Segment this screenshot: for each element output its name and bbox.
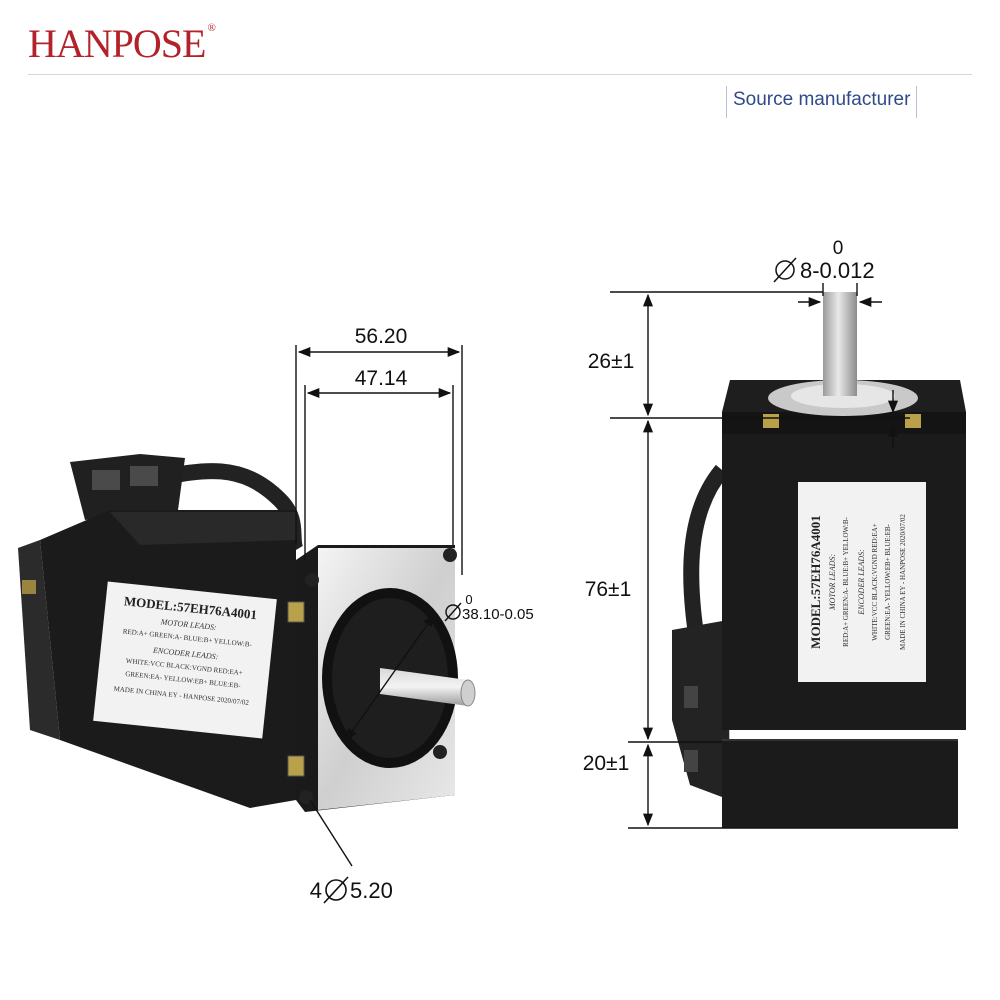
side-label-motor-leads: MOTOR LEADS: <box>828 554 837 611</box>
front-view-dimensions: 56.20 47.14 0 38.10-0.05 4 5.20 <box>295 325 534 904</box>
mount-holes-count: 4 <box>310 878 322 903</box>
front-view-motor: MODEL:57EH76A4001 MOTOR LEADS: RED:A+ GR… <box>18 454 476 812</box>
side-label-motor-row: RED:A+ GREEN:A- BLUE:B+ YELLOW:B- <box>842 516 850 646</box>
side-view-dimensions: 26±1 76±1 20±1 0 8-0.012 <box>583 238 958 829</box>
mount-hole-leader <box>309 799 353 867</box>
side-label-encoder-row2: GREEN:EA- YELLOW:EB+ BLUE:EB- <box>884 523 892 639</box>
dimension-body-length: 76±1 <box>585 578 632 601</box>
output-shaft <box>823 292 857 396</box>
diameter-symbol-icon <box>323 876 349 904</box>
dimension-boss-line <box>345 613 435 742</box>
dimension-encoder-length: 20±1 <box>583 752 630 775</box>
boss-tolerance-upper: 0 <box>465 592 472 607</box>
dimension-boss-diameter: 38.10-0.05 <box>462 606 534 623</box>
side-motor-label: MODEL:57EH76A4001 MOTOR LEADS: RED:A+ GR… <box>798 482 926 682</box>
dimension-shaft-diameter: 8-0.012 <box>800 258 875 283</box>
registered-mark: ® <box>207 22 215 34</box>
source-manufacturer-tag: Source manufacturer <box>726 86 918 118</box>
header-divider <box>28 74 972 75</box>
brand-logo: HANPOSE® <box>28 20 216 67</box>
dimension-mount-holes: 5.20 <box>350 878 393 903</box>
diameter-symbol-icon <box>444 602 462 622</box>
shaft-tolerance-upper: 0 <box>833 238 844 259</box>
dimension-shaft-length: 26±1 <box>588 350 635 373</box>
side-label-encoder-row1: WHITE:VCC BLACK:VGND RED:EA+ <box>871 523 879 641</box>
motor-label <box>93 581 277 739</box>
dimension-hole-pitch: 47.14 <box>355 367 408 390</box>
side-label-encoder-leads: ENCODER LEADS: <box>857 549 866 616</box>
dimension-outer-width: 56.20 <box>355 325 408 348</box>
diameter-symbol-icon <box>773 257 797 283</box>
side-view-motor: MODEL:57EH76A4001 MOTOR LEADS: RED:A+ GR… <box>672 292 966 828</box>
brand-name: HANPOSE <box>28 21 206 66</box>
side-label-model: MODEL:57EH76A4001 <box>808 515 823 649</box>
side-label-made-in: MADE IN CHINA EY - HANPOSE 2020/07/02 <box>899 514 907 650</box>
